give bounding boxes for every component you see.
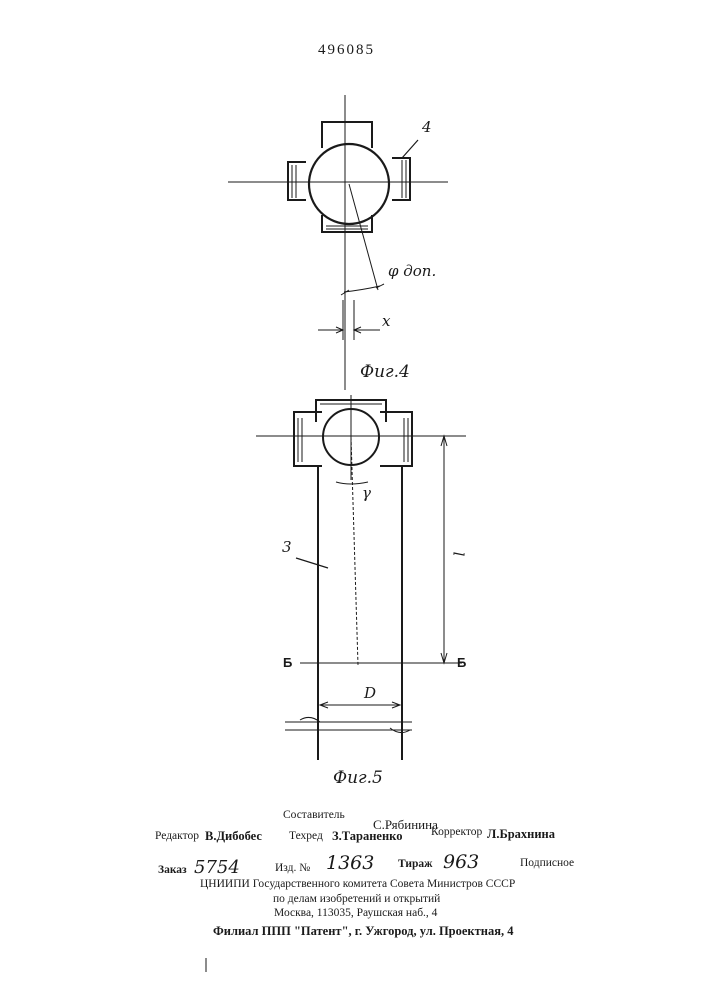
fig5-l-dimension	[441, 436, 447, 663]
fig5-gamma-label: γ	[362, 484, 371, 502]
techred-label: Техред	[289, 830, 323, 842]
fig5-fork-head	[294, 400, 412, 466]
fig5-break-lines	[285, 717, 412, 732]
fig5-part-number: 3	[282, 538, 292, 556]
fig4-part-number: 4	[422, 118, 432, 136]
corrector-label: Корректор	[431, 826, 482, 838]
fig5-axes	[256, 395, 466, 665]
fig5-shaft	[318, 466, 402, 760]
order-label: Заказ	[158, 864, 187, 876]
branch-line: Филиал ППП "Патент", г. Ужгород, ул. Про…	[213, 924, 513, 939]
editor-label: Редактор	[155, 830, 199, 842]
fig5-d-dimension	[320, 702, 400, 708]
subscription-label: Подписное	[520, 857, 574, 869]
fig5-caption: Фиг.5	[333, 768, 383, 788]
fig5-section-left: Б	[283, 655, 292, 670]
fig4-x-label: x	[382, 312, 390, 330]
editor-name: В.Дибобес	[205, 829, 262, 844]
issue-value: 1363	[326, 852, 374, 874]
fig5-length-label: l	[449, 552, 467, 557]
fig4-cross-part	[288, 122, 418, 232]
fig4-x-dimension	[318, 300, 380, 340]
fig4-angle-label: φ доп.	[388, 262, 436, 280]
org-line-2: по делам изобретений и открытий	[273, 893, 440, 905]
order-value: 5754	[194, 857, 240, 878]
org-line-1: ЦНИИПИ Государственного комитета Совета …	[200, 878, 515, 890]
fig4-axes	[228, 95, 448, 390]
patent-number: 496085	[318, 42, 375, 59]
fig4-caption: Фиг.4	[360, 362, 410, 382]
compiler-label: Составитель	[283, 809, 345, 821]
corrector-name: Л.Брахнина	[487, 827, 555, 842]
circulation-label: Тираж	[398, 858, 433, 870]
fig5-diameter-label: D	[364, 684, 376, 702]
org-line-3: Москва, 113035, Раушская наб., 4	[274, 907, 437, 919]
circulation-value: 963	[443, 851, 479, 873]
techred-name: З.Тараненко	[332, 829, 402, 844]
fig5-section-right: Б	[457, 655, 466, 670]
issue-label: Изд. №	[275, 862, 310, 874]
